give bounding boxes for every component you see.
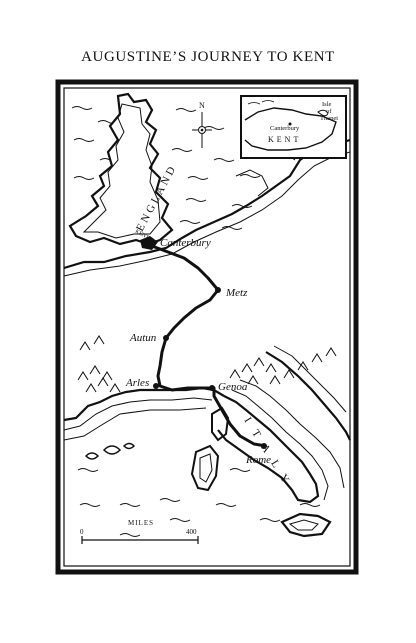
rome-dot bbox=[261, 443, 267, 449]
alps-mountains bbox=[229, 347, 337, 385]
inset-kent-map: Canterbury KENT Isle of Thanet bbox=[240, 95, 347, 159]
scale-label: MILES bbox=[128, 519, 154, 527]
scale-bar: 0 MILES 400 bbox=[80, 519, 199, 544]
inset-kent: KENT bbox=[268, 135, 301, 144]
scale-max: 400 bbox=[186, 528, 197, 536]
scale-min: 0 bbox=[80, 528, 84, 536]
map-title: AUGUSTINE’S JOURNEY TO KENT bbox=[81, 49, 335, 65]
compass-n-label: N bbox=[199, 101, 205, 110]
pyrenees-mountains bbox=[77, 335, 121, 393]
inset-isle: Isle bbox=[322, 101, 332, 108]
autun-dot bbox=[163, 335, 169, 341]
label-canterbury: Canterbury bbox=[160, 237, 211, 249]
label-genoa: Genoa bbox=[218, 381, 248, 393]
journey-route bbox=[151, 244, 267, 448]
inset-canterbury: Canterbury bbox=[270, 125, 300, 132]
inset-thanet: Thanet bbox=[320, 115, 338, 122]
label-metz: Metz bbox=[225, 287, 248, 299]
label-autun: Autun bbox=[129, 332, 157, 344]
label-arles: Arles bbox=[125, 377, 149, 389]
label-rome: Rome bbox=[245, 454, 271, 466]
genoa-dot bbox=[209, 385, 215, 391]
north-arrow-icon bbox=[192, 112, 212, 148]
metz-dot bbox=[215, 287, 221, 293]
kent-marker bbox=[140, 236, 158, 250]
map-inner-frame bbox=[63, 87, 351, 567]
inset-of: of bbox=[326, 108, 332, 115]
arles-dot bbox=[153, 383, 159, 389]
